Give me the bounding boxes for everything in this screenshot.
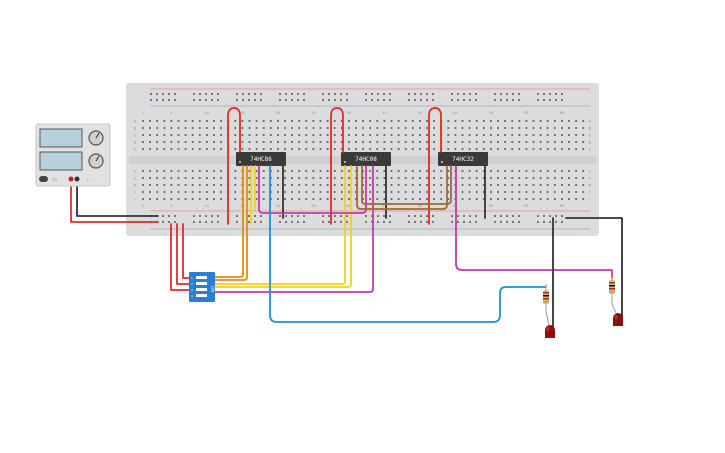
wire-ps-black[interactable] [76,179,159,217]
column-number: 20 [276,111,280,115]
wire-dip-red-2[interactable] [176,223,191,285]
row-letter: C [134,133,137,137]
chip-u3[interactable]: 74HC32 [438,152,488,166]
row-letter: E [589,147,591,151]
chip-u3-label: 74HC32 [452,156,474,163]
row-letter: C [589,133,592,137]
ps-mark-5v: 5V [52,177,58,182]
chip-u2[interactable]: 74HC08 [341,152,391,166]
ps-mark-minus: − [92,177,95,182]
led-2[interactable] [611,303,623,326]
chip-u1[interactable]: 74HC86 [236,152,286,166]
dip-pos-3: 3 [191,288,193,292]
ps-mark-plus: + [86,177,89,182]
column-number: 25 [311,111,315,115]
row-letter: F [134,169,136,173]
column-number: 40 [418,111,422,115]
row-letter: H [589,183,592,187]
column-number: 50 [489,111,493,115]
row-letter: I [134,190,135,194]
row-letter: H [134,183,137,187]
column-number: 50 [489,204,493,208]
wire-input-b-yellow[interactable] [211,165,346,285]
row-letter: G [589,176,592,180]
column-numbers: 1155101015152020252530303535404045455050… [133,111,591,208]
chip-u1-label: 74HC86 [250,156,272,163]
column-number: 40 [418,204,422,208]
dip-pos-1: 1 [191,276,193,280]
wire-u2-vcc[interactable] [330,107,344,225]
dip-toggle-2[interactable] [196,282,207,285]
column-number: 55 [524,111,528,115]
power-switch[interactable] [39,176,48,182]
column-number: 5 [170,204,172,208]
dip-switch[interactable]: ON 1 2 3 4 [189,272,215,302]
wire-input-c-magenta[interactable] [211,165,374,293]
wire-u1-u2-magenta[interactable] [258,165,367,214]
wire-u1-out-blue[interactable] [269,165,547,323]
row-letter: A [589,119,592,123]
row-letter: F [589,169,591,173]
wire-input-a-orange[interactable] [211,165,244,278]
power-supply-display-voltage [39,128,83,148]
row-letter: B [134,126,137,130]
resistor-1[interactable] [543,284,549,312]
dip-pos-4: 4 [191,294,193,298]
column-number: 10 [205,204,209,208]
dip-switch-label: ON [210,286,215,292]
row-letter: I [589,190,590,194]
column-number: 5 [170,111,172,115]
column-number: 30 [347,111,351,115]
row-letter: B [589,126,592,130]
wire-u2-u3-brown-2[interactable] [361,165,452,205]
wire-ps-red[interactable] [70,179,159,223]
wire-dip-red-3[interactable] [182,223,191,279]
column-number: 10 [205,111,209,115]
wire-u2-u3-brown-1[interactable] [356,165,448,210]
column-number: 60 [560,111,564,115]
terminal-negative[interactable] [74,176,80,182]
row-letter: J [588,197,590,201]
power-supply-display-current [39,151,83,171]
breadboard-holes[interactable] [142,93,585,223]
dip-toggle-4[interactable] [196,294,207,297]
wire-led2-gnd[interactable] [565,217,623,323]
row-letter: A [134,119,137,123]
wire-input-b2-yellow[interactable] [211,165,352,288]
row-letter: E [134,147,136,151]
column-number: 30 [347,204,351,208]
wire-dip-red-1[interactable] [170,223,191,291]
dip-pos-2: 2 [191,282,193,286]
column-number: 20 [276,204,280,208]
wire-u3-out-magenta[interactable] [455,165,613,279]
row-letter: D [134,140,137,144]
column-number: 35 [382,111,386,115]
column-number: 45 [453,111,457,115]
led-1[interactable] [545,311,555,338]
column-number: 25 [311,204,315,208]
column-number: 60 [560,204,564,208]
row-letter: J [133,197,135,201]
wire-input-a2-orange[interactable] [211,165,248,281]
column-number: 15 [240,111,244,115]
column-number: 1 [142,111,144,115]
dip-toggle-3[interactable] [196,288,207,291]
wire-u3-vcc[interactable] [428,107,442,225]
dip-toggle-1[interactable] [196,276,207,279]
row-letter: D [589,140,592,144]
chip-u2-label: 74HC08 [355,156,377,163]
wire-u1-vcc[interactable] [227,107,241,225]
column-number: 1 [142,204,144,208]
column-number: 55 [524,204,528,208]
terminal-positive[interactable] [68,176,74,182]
column-number: 35 [382,204,386,208]
row-letter: G [134,176,137,180]
resistor-2[interactable] [609,276,615,304]
power-supply[interactable]: 5V + − [35,123,111,187]
